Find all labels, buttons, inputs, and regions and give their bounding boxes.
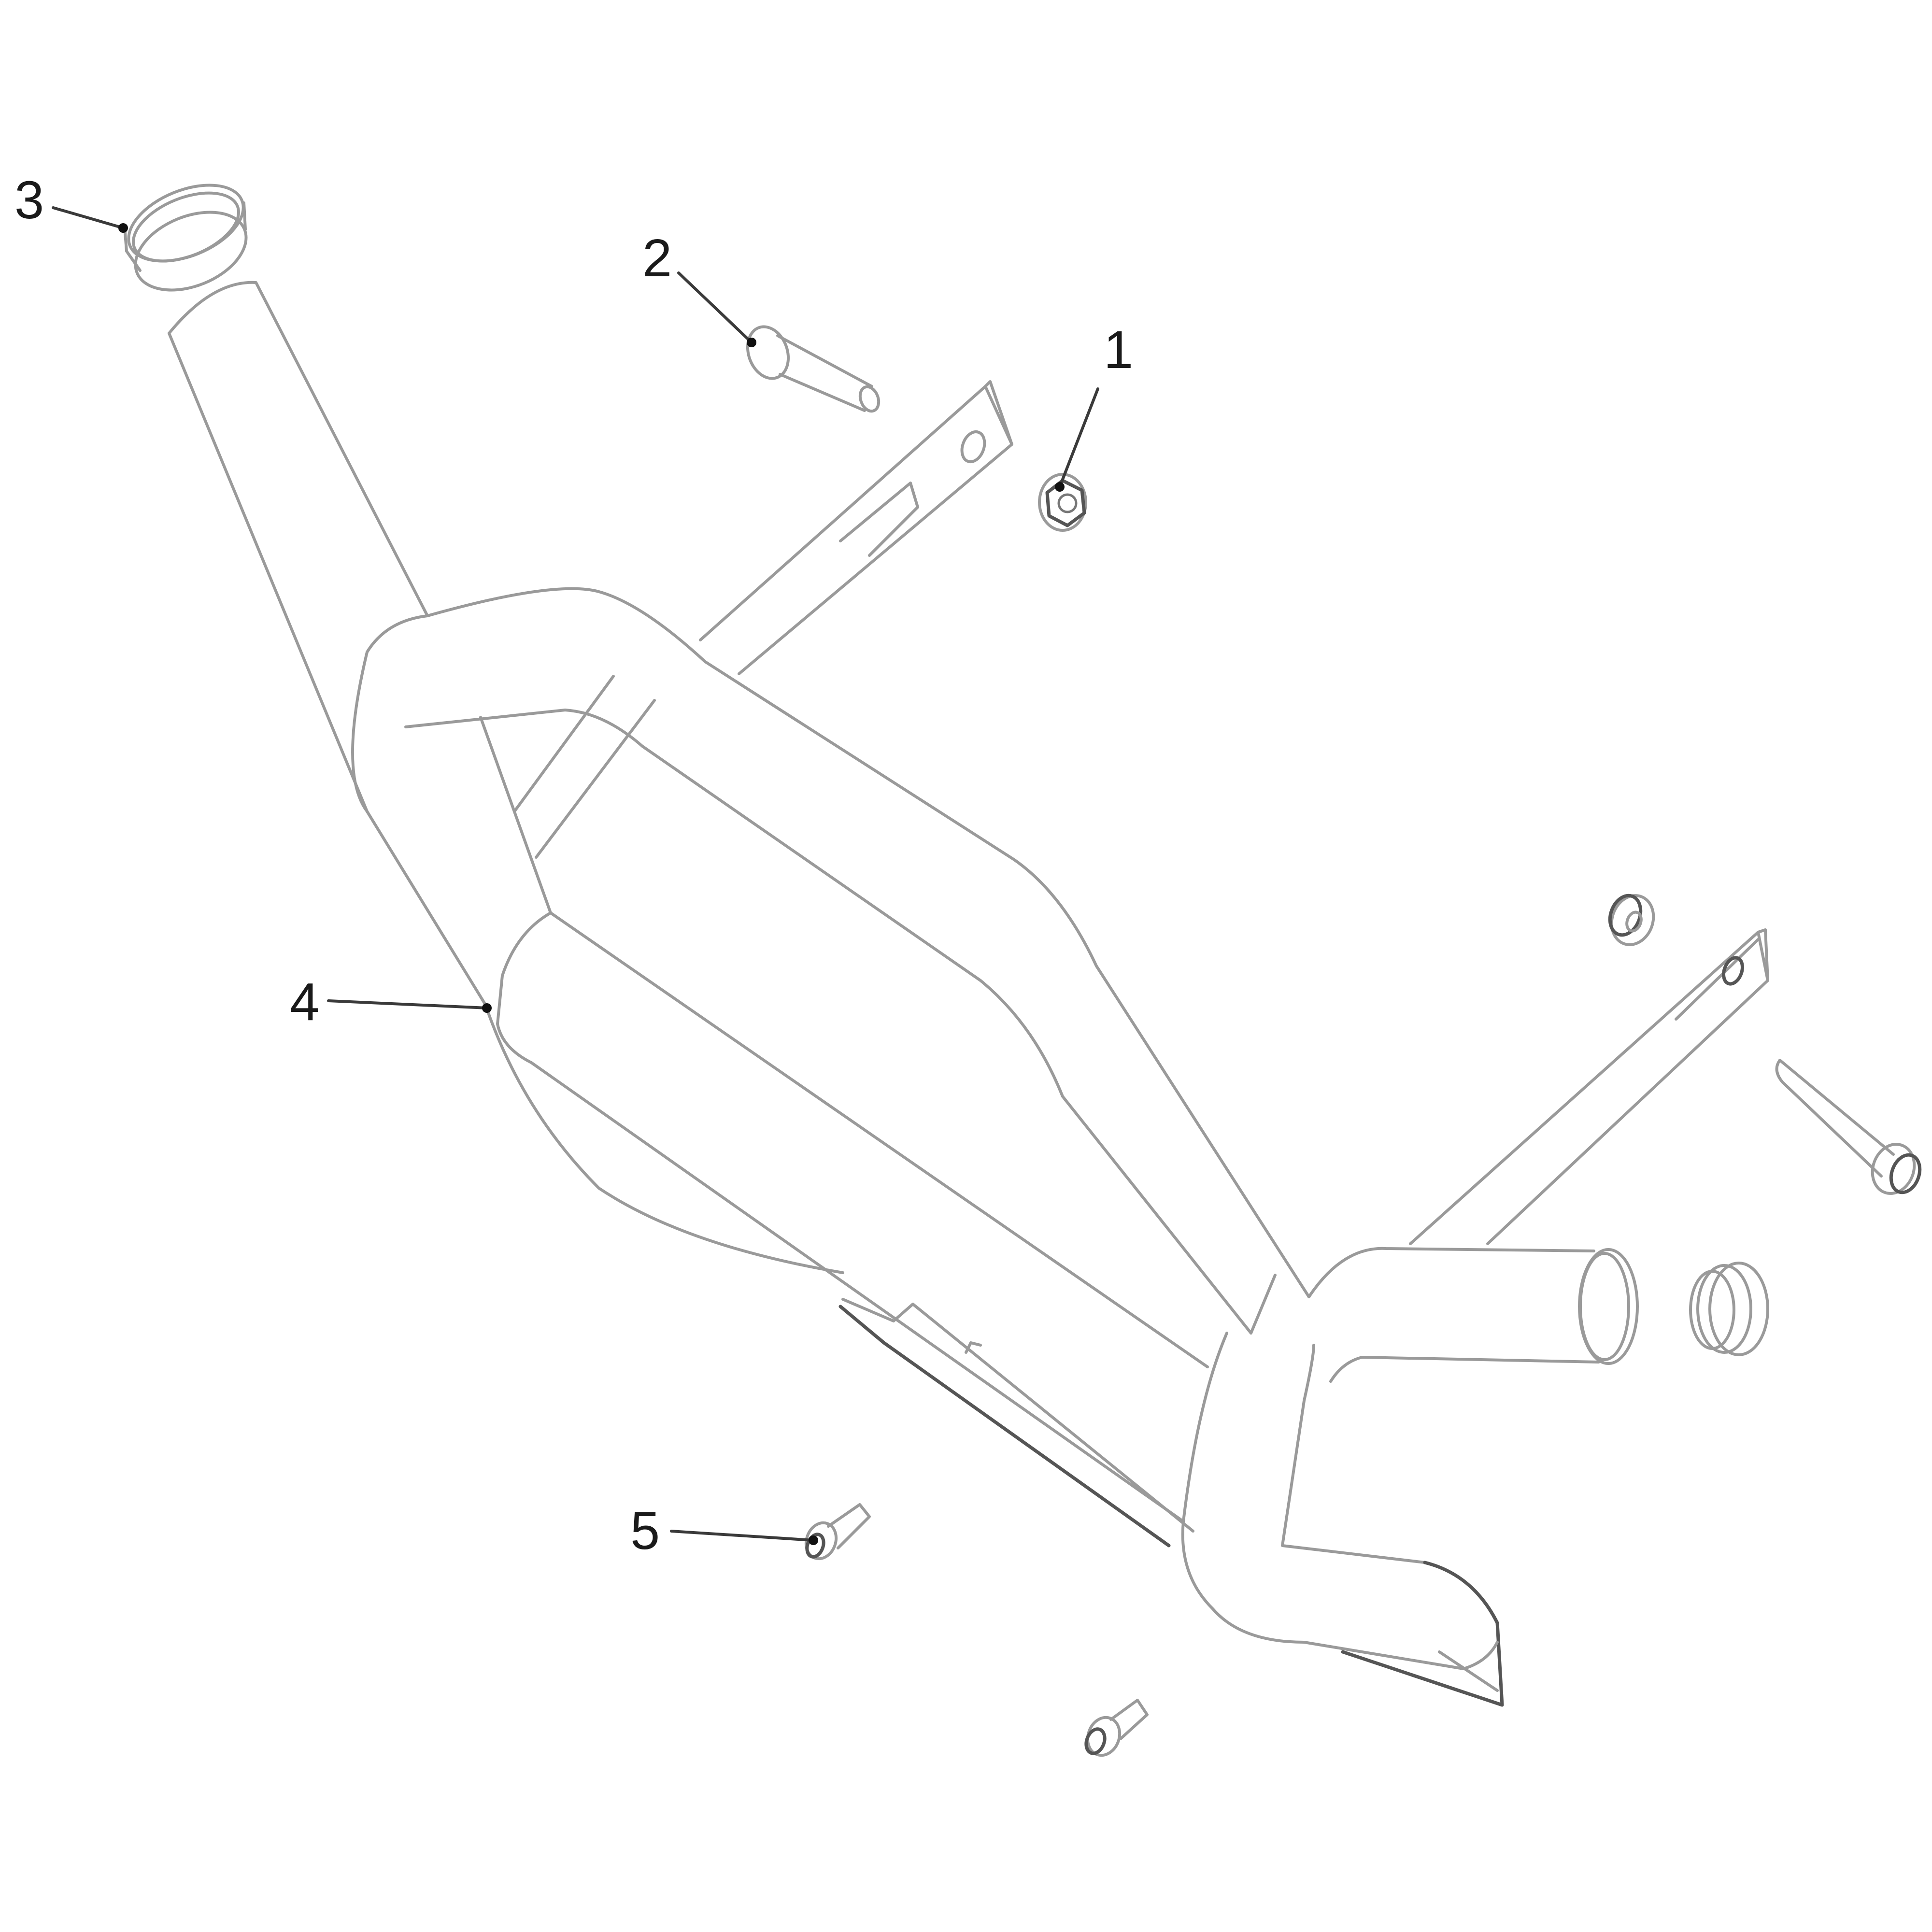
mount-bracket-upper — [699, 380, 1013, 675]
callout-3: 3 — [14, 170, 44, 230]
bumper-frame-icon — [168, 281, 1639, 1707]
flange-bolt-icon — [746, 325, 881, 413]
callout-1: 1 — [1104, 320, 1134, 380]
end-cap-right-icon — [1689, 1262, 1769, 1356]
short-bolt-lower-icon — [1084, 1699, 1149, 1757]
callout-5: 5 — [630, 1501, 660, 1561]
callout-2: 2 — [642, 228, 672, 288]
short-bolt-icon — [804, 1503, 871, 1561]
callout-4: 4 — [290, 972, 320, 1032]
long-bolt-right-icon — [1775, 1059, 1922, 1195]
leader-lines — [52, 206, 1099, 1545]
mount-bracket-right — [1409, 928, 1769, 1245]
flange-nut-icon — [1038, 473, 1087, 532]
end-cap-icon — [123, 184, 248, 292]
flange-nut-right-icon — [1608, 894, 1655, 946]
